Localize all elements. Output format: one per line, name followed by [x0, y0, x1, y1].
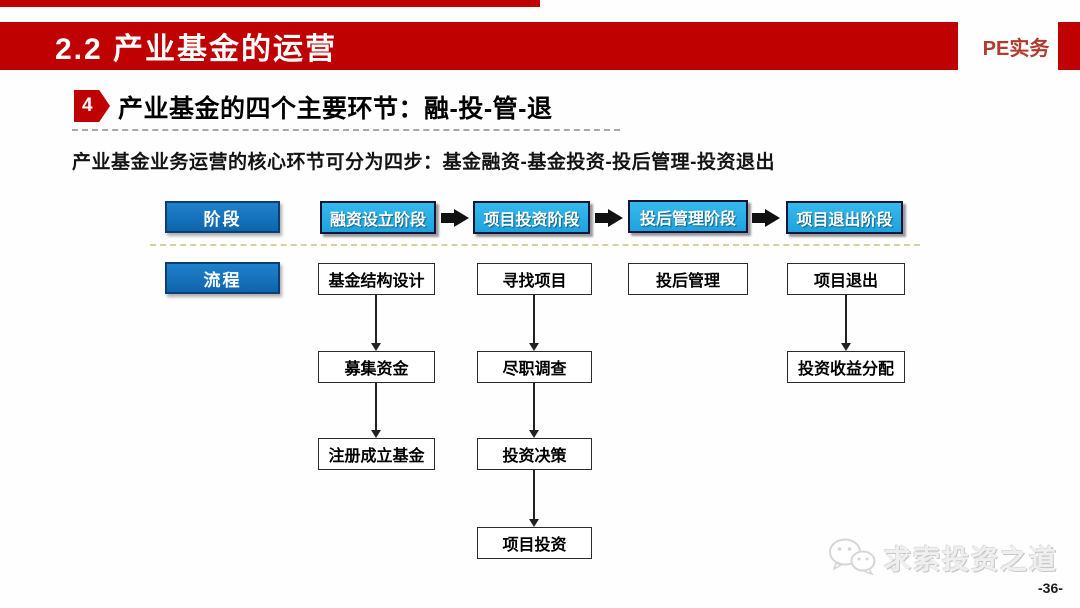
flow-box-post-management: 投后管理	[628, 263, 748, 295]
flow-box-project-exit: 项目退出	[787, 263, 905, 295]
section-description: 产业基金业务运营的核心环节可分为四步：基金融资-基金投资-投后管理-投资退出	[72, 152, 775, 173]
flow-box-raise-capital: 募集资金	[318, 351, 435, 383]
flow-box-find-projects: 寻找项目	[477, 263, 592, 295]
flow-box-fund-structure-design: 基金结构设计	[318, 263, 435, 295]
right-arrow-icon	[752, 209, 780, 227]
down-arrow-icon	[529, 295, 539, 351]
flow-box-due-diligence: 尽职调查	[477, 351, 592, 383]
wechat-icon	[829, 538, 876, 576]
flow-box-register-fund: 注册成立基金	[318, 438, 435, 470]
header-accent-block	[1058, 22, 1080, 70]
header-bar: 2.2 产业基金的运营	[0, 22, 958, 70]
right-arrow-icon	[595, 209, 623, 227]
watermark-text: 求索投资之道	[884, 544, 1058, 575]
down-arrow-icon	[841, 295, 851, 351]
top-accent-strip	[0, 0, 540, 7]
flow-box-investment-decision: 投资决策	[477, 438, 592, 470]
title-underline	[72, 129, 620, 131]
pe-practice-logo: PE实务	[982, 37, 1050, 60]
stage-box-post-management: 投后管理阶段	[628, 200, 748, 233]
section-number: 4	[82, 95, 93, 116]
stage-box-exit: 项目退出阶段	[786, 201, 903, 234]
down-arrow-icon	[529, 470, 539, 527]
down-arrow-icon	[371, 295, 381, 351]
flow-box-project-investment: 项目投资	[477, 527, 592, 559]
section-title: 产业基金的四个主要环节：融-投-管-退	[118, 95, 553, 123]
flow-box-income-distribution: 投资收益分配	[787, 351, 905, 383]
page-number: -36-	[1038, 580, 1063, 596]
page-title: 2.2 产业基金的运营	[55, 33, 338, 66]
row-label-stage: 阶段	[165, 201, 280, 233]
section-number-badge: 4	[74, 90, 110, 122]
right-arrow-icon	[441, 209, 469, 227]
stage-box-investment: 项目投资阶段	[473, 201, 590, 234]
dashed-separator	[150, 244, 920, 246]
down-arrow-icon	[371, 383, 381, 438]
watermark: 求索投资之道	[826, 536, 1058, 578]
row-label-process: 流程	[165, 262, 280, 294]
stage-box-financing: 融资设立阶段	[320, 201, 436, 234]
down-arrow-icon	[529, 383, 539, 438]
